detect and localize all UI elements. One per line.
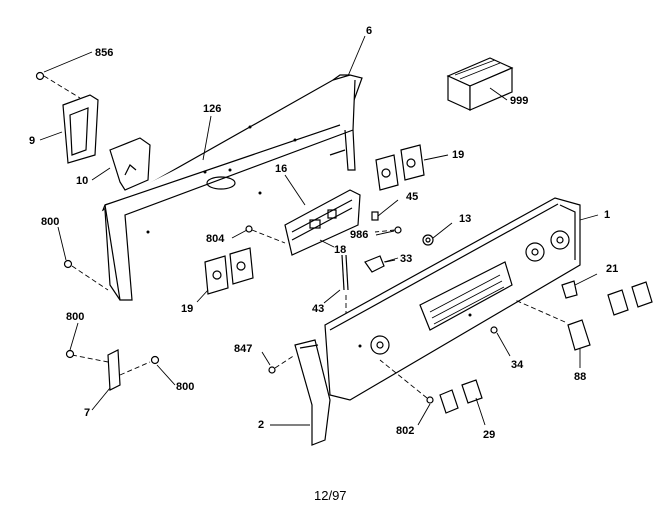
label-16: 16 xyxy=(275,163,287,175)
back-panel-part-6 xyxy=(101,74,363,301)
leader-lines xyxy=(39,35,599,411)
end-cap-part-2 xyxy=(270,339,331,446)
bracket-part-10 xyxy=(109,137,151,191)
bracket-part-33 xyxy=(364,255,399,273)
bracket-part-7 xyxy=(71,349,151,391)
label-800-bottom: 800 xyxy=(176,381,194,393)
screw-part-800-bottom xyxy=(150,355,160,365)
label-999: 999 xyxy=(510,95,528,107)
knob-pair-right xyxy=(607,281,653,316)
label-800-left: 800 xyxy=(41,216,59,228)
label-986: 986 xyxy=(350,229,368,241)
screw-part-804 xyxy=(245,225,286,244)
label-7: 7 xyxy=(84,407,90,419)
label-43: 43 xyxy=(312,303,324,315)
clip-part-45 xyxy=(371,199,399,221)
control-panel-part-1 xyxy=(324,197,581,401)
label-9: 9 xyxy=(29,135,35,147)
screw-part-847 xyxy=(268,354,296,374)
bracket-part-9 xyxy=(62,94,99,164)
screw-part-856 xyxy=(35,71,81,99)
label-18: 18 xyxy=(334,244,346,256)
label-10: 10 xyxy=(76,175,88,187)
label-19-left: 19 xyxy=(181,303,193,315)
switch-pair-part-19-left xyxy=(204,247,254,295)
box-part-999 xyxy=(446,57,514,111)
knob-part-21 xyxy=(561,273,598,299)
wire-part-18 xyxy=(319,239,335,248)
knob-pair-part-29 xyxy=(439,379,486,426)
label-88: 88 xyxy=(574,371,586,383)
label-1: 1 xyxy=(604,209,610,221)
control-board-part-16 xyxy=(284,189,361,256)
part-labels: 856 6 999 126 9 10 16 19 45 13 1 800 804… xyxy=(29,25,618,441)
label-33: 33 xyxy=(400,253,412,265)
screw-part-800-left xyxy=(63,259,109,291)
label-856: 856 xyxy=(95,47,113,59)
screw-part-34 xyxy=(490,326,511,357)
switch-pair-part-19-right xyxy=(375,144,425,191)
label-19-right: 19 xyxy=(452,149,464,161)
label-126: 126 xyxy=(203,103,221,115)
label-2: 2 xyxy=(258,419,264,431)
label-800-mid: 800 xyxy=(66,311,84,323)
label-21: 21 xyxy=(606,263,618,275)
label-802: 802 xyxy=(396,425,414,437)
date-code: 12/97 xyxy=(314,488,347,503)
label-45: 45 xyxy=(406,191,418,203)
screw-part-986 xyxy=(374,226,402,234)
grommet-part-13 xyxy=(422,222,453,246)
label-804: 804 xyxy=(206,233,225,245)
label-29: 29 xyxy=(483,429,495,441)
label-847: 847 xyxy=(234,343,252,355)
label-34: 34 xyxy=(511,359,524,371)
knob-part-88 xyxy=(514,299,591,368)
screw-part-802 xyxy=(379,359,434,426)
label-13: 13 xyxy=(459,213,471,225)
screw-part-800-mid xyxy=(65,349,75,359)
rod-part-43 xyxy=(341,254,349,320)
label-6: 6 xyxy=(366,25,372,37)
